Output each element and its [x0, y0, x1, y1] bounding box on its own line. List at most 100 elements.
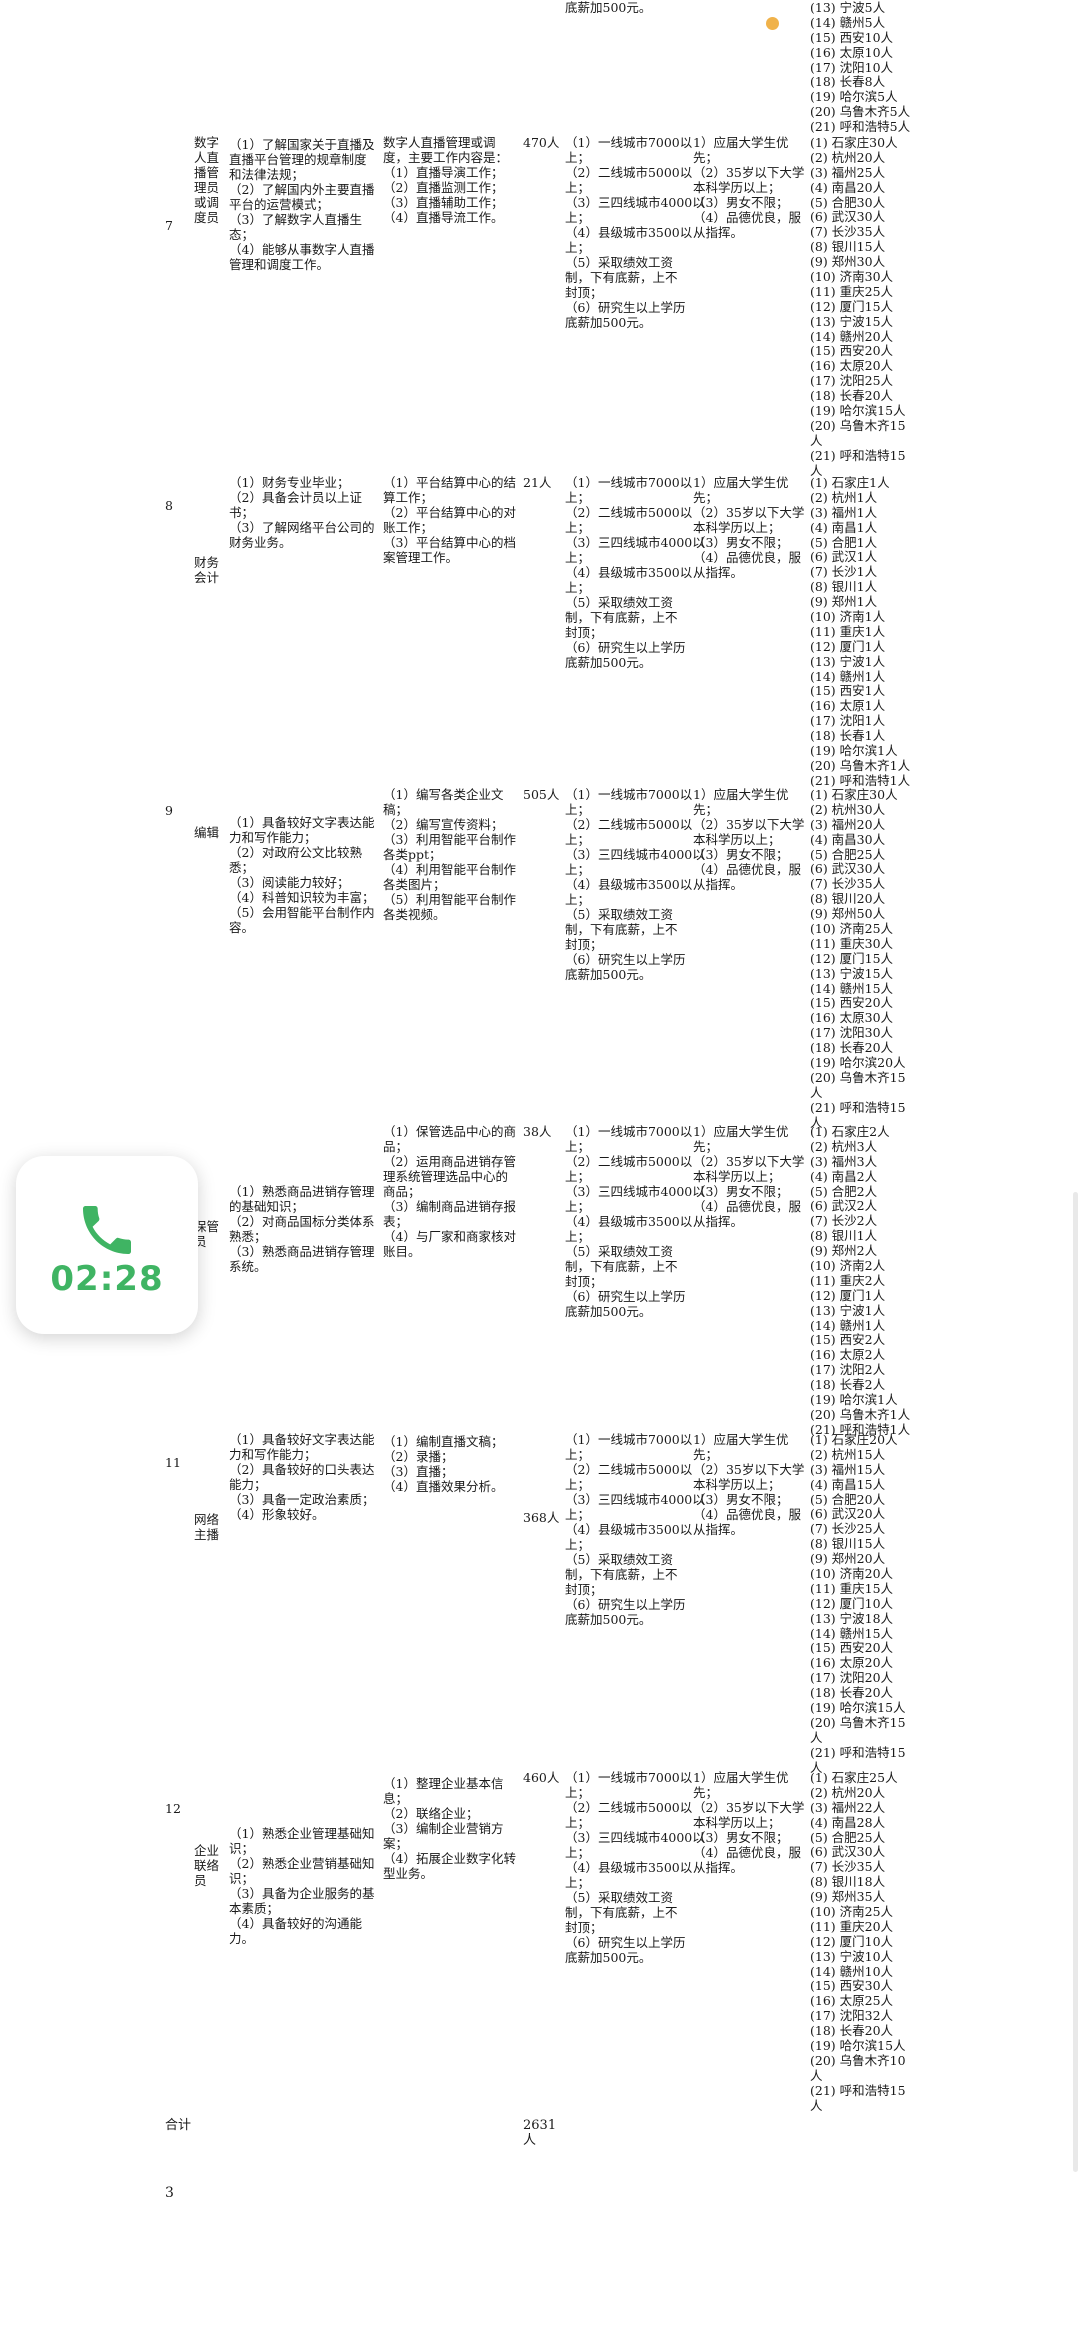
- city-quota-item: (13) 宁波1人: [810, 653, 886, 669]
- salary-text: （1）一线城市7000以 上； （2）二线城市5000以 上； （3）三四线城市…: [565, 787, 705, 982]
- city-quota-item: (19) 哈尔滨1人: [810, 743, 898, 759]
- city-quota-item: (20) 乌鲁木齐1人: [810, 757, 911, 773]
- city-quota-item: (1) 石家庄20人: [810, 1432, 898, 1447]
- conditions-text: 1）应届大学生优 先； （2）35岁以下大学 本科学历以上； （3）男女不限； …: [693, 475, 805, 580]
- city-quota-item: (8) 银川1人: [810, 579, 878, 595]
- city-quota-item: (9) 郑州2人: [810, 1243, 878, 1259]
- city-quota-item: (15) 西安20人: [810, 995, 894, 1011]
- city-quota-item: (4) 南昌30人: [810, 831, 886, 847]
- city-quota-item: (7) 长沙35人: [810, 224, 886, 240]
- city-quota-item: (15) 西安20人: [810, 343, 894, 359]
- city-quota-item: (3) 福州25人: [810, 164, 886, 180]
- headcount: 505人: [523, 787, 560, 802]
- city-quota-item: (18) 长春1人: [810, 728, 886, 744]
- position-title: 财务 会计: [194, 555, 220, 585]
- city-quota-item: (17) 沈阳1人: [810, 713, 886, 729]
- city-quota-item: (21) 呼和浩特15: [810, 2082, 906, 2098]
- city-quota-item: (20) 乌鲁木齐10: [810, 2052, 906, 2068]
- city-quota-item: 人: [810, 432, 823, 448]
- city-list-fragment: (13) 宁波5人(14) 赣州5人(15) 西安10人(16) 太原10人(1…: [810, 0, 950, 134]
- city-quota-item: (2) 杭州1人: [810, 489, 878, 505]
- city-quota-item: (18) 长春2人: [810, 1377, 886, 1393]
- city-quota-item: (1) 石家庄2人: [810, 1124, 890, 1139]
- city-quota-item: (20) 乌鲁木齐15: [810, 1714, 906, 1730]
- city-quota-item: (6) 武汉30人: [810, 1844, 886, 1860]
- city-quota-item: (16) 太原2人: [810, 1347, 886, 1363]
- city-quota-item: (18) 长春8人: [810, 74, 886, 90]
- city-quota-item: (13) 宁波10人: [810, 1948, 894, 1964]
- city-quota-item: (8) 银川20人: [810, 891, 886, 907]
- duties-text: （1）编写各类企业文 稿； （2）编写宣传资料； （3）利用智能平台制作 各类p…: [383, 787, 516, 922]
- headcount: 470人: [523, 135, 560, 150]
- city-quota-item: (13) 宁波18人: [810, 1610, 894, 1626]
- city-quota-item: (5) 合肥25人: [810, 1829, 886, 1845]
- city-quota-item: (4) 南昌15人: [810, 1476, 886, 1492]
- city-quota-item: (18) 长春20人: [810, 1040, 894, 1056]
- city-quota-item: (17) 沈阳30人: [810, 1025, 894, 1041]
- city-quota-item: (10) 济南20人: [810, 1566, 894, 1582]
- headcount: 460人: [523, 1770, 560, 1785]
- city-quota-item: (10) 济南30人: [810, 269, 894, 285]
- city-quota-item: (16) 太原25人: [810, 1993, 894, 2009]
- city-quota-item: (17) 沈阳32人: [810, 2008, 894, 2024]
- city-quota-item: (5) 合肥30人: [810, 194, 886, 210]
- city-quota-item: (8) 银川18人: [810, 1874, 886, 1890]
- city-quota-item: (5) 合肥20人: [810, 1491, 886, 1507]
- city-quota-item: (1) 石家庄30人: [810, 135, 898, 150]
- city-quota-item: (16) 太原10人: [810, 44, 894, 60]
- city-quota-item: (8) 银川15人: [810, 1536, 886, 1552]
- call-widget[interactable]: 02:28: [16, 1156, 198, 1334]
- position-title: 网络 主播: [194, 1512, 220, 1542]
- position-title: 数字 人直 播管 理员 或调 度员: [194, 135, 220, 225]
- city-quota-item: (12) 厦门10人: [810, 1595, 894, 1611]
- requirements-text: （1）具备较好文字表达能 力和写作能力； （2）对政府公文比较熟 悉； （3）阅…: [229, 815, 375, 935]
- city-quota-item: (21) 呼和浩特1人: [810, 1421, 911, 1437]
- city-quota-item: (11) 重庆20人: [810, 1918, 894, 1934]
- salary-text: （1）一线城市7000以 上； （2）二线城市5000以 上； （3）三四线城市…: [565, 1124, 705, 1319]
- city-quota-item: (4) 南昌2人: [810, 1168, 878, 1184]
- city-quota-item: (9) 郑州35人: [810, 1889, 886, 1905]
- city-quota-item: 人: [810, 1114, 823, 1130]
- city-quota-item: (20) 乌鲁木齐1人: [810, 1406, 911, 1422]
- scrollbar[interactable]: [1073, 1192, 1078, 2172]
- city-quota-item: (18) 长春20人: [810, 1685, 894, 1701]
- salary-text: （1）一线城市7000以 上； （2）二线城市5000以 上； （3）三四线城市…: [565, 135, 705, 330]
- city-quota-item: (14) 赣州15人: [810, 980, 894, 996]
- city-quota-item: (12) 厦门10人: [810, 1933, 894, 1949]
- city-quota-item: (2) 杭州20人: [810, 1784, 886, 1800]
- city-quota-item: (2) 杭州20人: [810, 149, 886, 165]
- city-quota-item: (15) 西安1人: [810, 683, 886, 699]
- city-quota-item: (11) 重庆25人: [810, 283, 894, 299]
- city-quota-item: (19) 哈尔滨15人: [810, 403, 906, 419]
- city-quota-item: (14) 赣州1人: [810, 668, 886, 684]
- row-number: 7: [165, 218, 173, 233]
- city-quota-item: (20) 乌鲁木齐15: [810, 417, 906, 433]
- city-quota-item: 人: [810, 2067, 823, 2083]
- headcount: 368人: [523, 1510, 560, 1525]
- duties-text: 数字人直播管理或调 度，主要工作内容是： （1）直播导演工作； （2）直播监测工…: [383, 135, 509, 225]
- city-quota-item: (7) 长沙1人: [810, 564, 878, 580]
- city-quota-item: (13) 宁波1人: [810, 1302, 886, 1318]
- city-quota-item: (18) 长春20人: [810, 2023, 894, 2039]
- city-quota-item: (21) 呼和浩特15: [810, 447, 906, 463]
- city-quota-item: (7) 长沙35人: [810, 1859, 886, 1875]
- city-quota-item: (14) 赣州1人: [810, 1317, 886, 1333]
- city-quota-item: 人: [810, 2097, 823, 2113]
- city-quota-item: (11) 重庆1人: [810, 623, 886, 639]
- city-quota-item: (17) 沈阳25人: [810, 373, 894, 389]
- city-quota-item: (10) 济南2人: [810, 1258, 886, 1274]
- duties-text: （1）保管选品中心的商 品； （2）运用商品进销存管 理系统管理选品中心的 商品…: [383, 1124, 516, 1259]
- total-count: 2631 人: [523, 2118, 557, 2148]
- city-quota-item: 人: [810, 1084, 823, 1100]
- city-quota-item: (19) 哈尔滨15人: [810, 1700, 906, 1716]
- headcount: 21人: [523, 475, 552, 490]
- city-quota-item: (10) 济南25人: [810, 1904, 894, 1920]
- city-quota-item: (10) 济南25人: [810, 921, 894, 937]
- city-quota-item: (12) 厦门15人: [810, 950, 894, 966]
- city-quota-item: (19) 哈尔滨20人: [810, 1055, 906, 1071]
- city-quota-item: (12) 厦门1人: [810, 638, 886, 654]
- city-quota-list: (1) 石家庄2人(2) 杭州3人(3) 福州3人(4) 南昌2人(5) 合肥2…: [810, 1124, 950, 1437]
- duties-text: （1）整理企业基本信 息； （2）联络企业； （3）编制企业营销方 案； （4）…: [383, 1776, 516, 1881]
- row-number: 9: [165, 802, 173, 818]
- city-quota-item: (3) 福州1人: [810, 504, 878, 520]
